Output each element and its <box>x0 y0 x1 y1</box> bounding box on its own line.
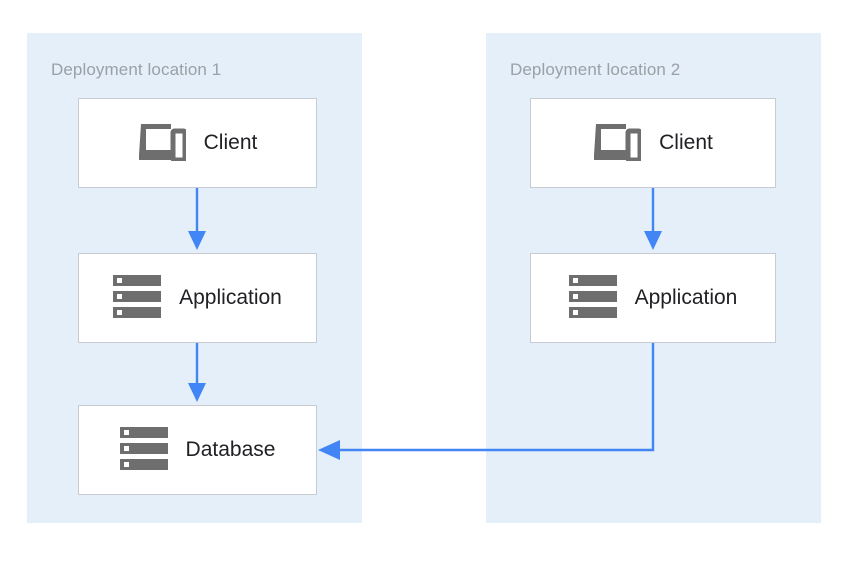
server-icon <box>119 426 168 475</box>
node-database-1[interactable]: Database <box>78 405 317 495</box>
server-icon <box>113 274 162 323</box>
node-database-1-label: Database <box>185 438 276 461</box>
devices-icon <box>138 121 188 166</box>
deployment-zone-1-label: Deployment location 1 <box>51 60 222 79</box>
node-client-1[interactable]: Client <box>78 98 317 188</box>
node-client-1-label: Client <box>203 131 258 154</box>
server-icon <box>568 274 617 323</box>
deployment-zone-2-label: Deployment location 2 <box>510 60 681 79</box>
node-application-2-label: Application <box>634 286 738 309</box>
node-application-2[interactable]: Application <box>530 253 776 343</box>
node-application-1[interactable]: Application <box>78 253 317 343</box>
node-application-1-label: Application <box>179 286 282 309</box>
node-client-2[interactable]: Client <box>530 98 776 188</box>
devices-icon <box>593 121 643 166</box>
node-client-2-label: Client <box>659 131 713 154</box>
